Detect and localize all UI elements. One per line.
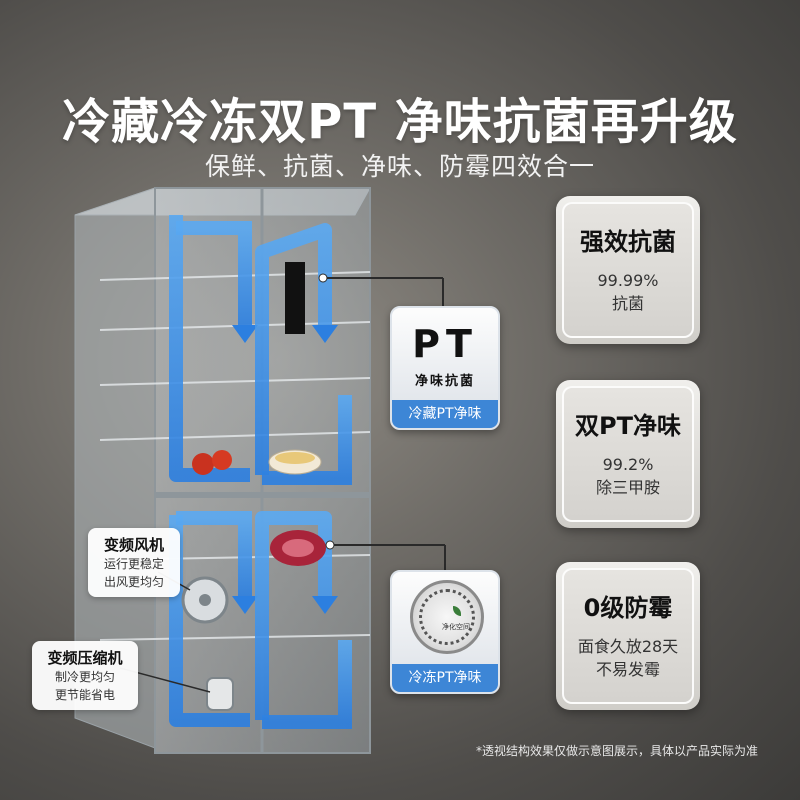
leaf-icon: [453, 606, 461, 616]
card-line: 不易发霉: [595, 660, 660, 679]
pt-logo-box: PT 净味抗菌: [392, 308, 498, 400]
pt-sub-label: 净味抗菌: [414, 374, 475, 389]
tomato-icon: [192, 453, 214, 475]
card-antibacterial: 强效抗菌 99.99% 抗菌: [556, 196, 700, 344]
module-label: 冷藏PT净味: [392, 400, 498, 428]
module-freezer-pt: 净化空间 冷冻PT净味: [390, 570, 500, 694]
card-line: 99.2%: [602, 455, 654, 474]
tag-line: 出风更均匀: [103, 575, 164, 589]
tag-line: 运行更稳定: [103, 557, 164, 571]
card-line: 99.99%: [597, 271, 659, 290]
disk-dots: 净化空间: [419, 589, 475, 645]
module-fridge-pt: PT 净味抗菌 冷藏PT净味: [390, 306, 500, 430]
card-title: 双PT净味: [575, 412, 681, 440]
card-mildew: 0级防霉 面食久放28天 不易发霉: [556, 562, 700, 710]
purifier-disk-box: 净化空间: [392, 572, 498, 664]
disk-label: 净化空间: [442, 623, 470, 631]
footnote: *透视结构效果仅做示意图展示，具体以产品实际为准: [475, 744, 758, 758]
card-inner: 双PT净味 99.2% 除三甲胺: [562, 386, 694, 522]
module-label: 冷冻PT净味: [392, 664, 498, 692]
card-inner: 0级防霉 面食久放28天 不易发霉: [562, 568, 694, 704]
card-title: 0级防霉: [583, 594, 673, 622]
card-deodorize: 双PT净味 99.2% 除三甲胺: [556, 380, 700, 528]
tag-line: 更节能省电: [54, 688, 115, 702]
tag-line: 制冷更均匀: [54, 670, 115, 684]
tag-title: 变频风机: [103, 536, 164, 554]
tag-title: 变频压缩机: [47, 649, 123, 667]
subline: 保鲜、抗菌、净味、防霉四效合一: [204, 152, 595, 181]
card-line: 面食久放28天: [577, 637, 679, 656]
card-line: 抗菌: [611, 294, 644, 313]
card-title: 强效抗菌: [580, 228, 676, 256]
card-line: 除三甲胺: [595, 478, 660, 497]
tag-inverter-compressor: 变频压缩机 制冷更均匀 更节能省电: [32, 641, 138, 710]
tag-inverter-fan: 变频风机 运行更稳定 出风更均匀: [88, 528, 180, 597]
card-inner: 强效抗菌 99.99% 抗菌: [562, 202, 694, 338]
pt-logo: PT: [412, 322, 478, 366]
headline: 冷藏冷冻双PT 净味抗菌再升级: [62, 94, 738, 150]
compressor-icon: [206, 677, 234, 711]
purifier-disk-icon: 净化空间: [410, 580, 484, 654]
